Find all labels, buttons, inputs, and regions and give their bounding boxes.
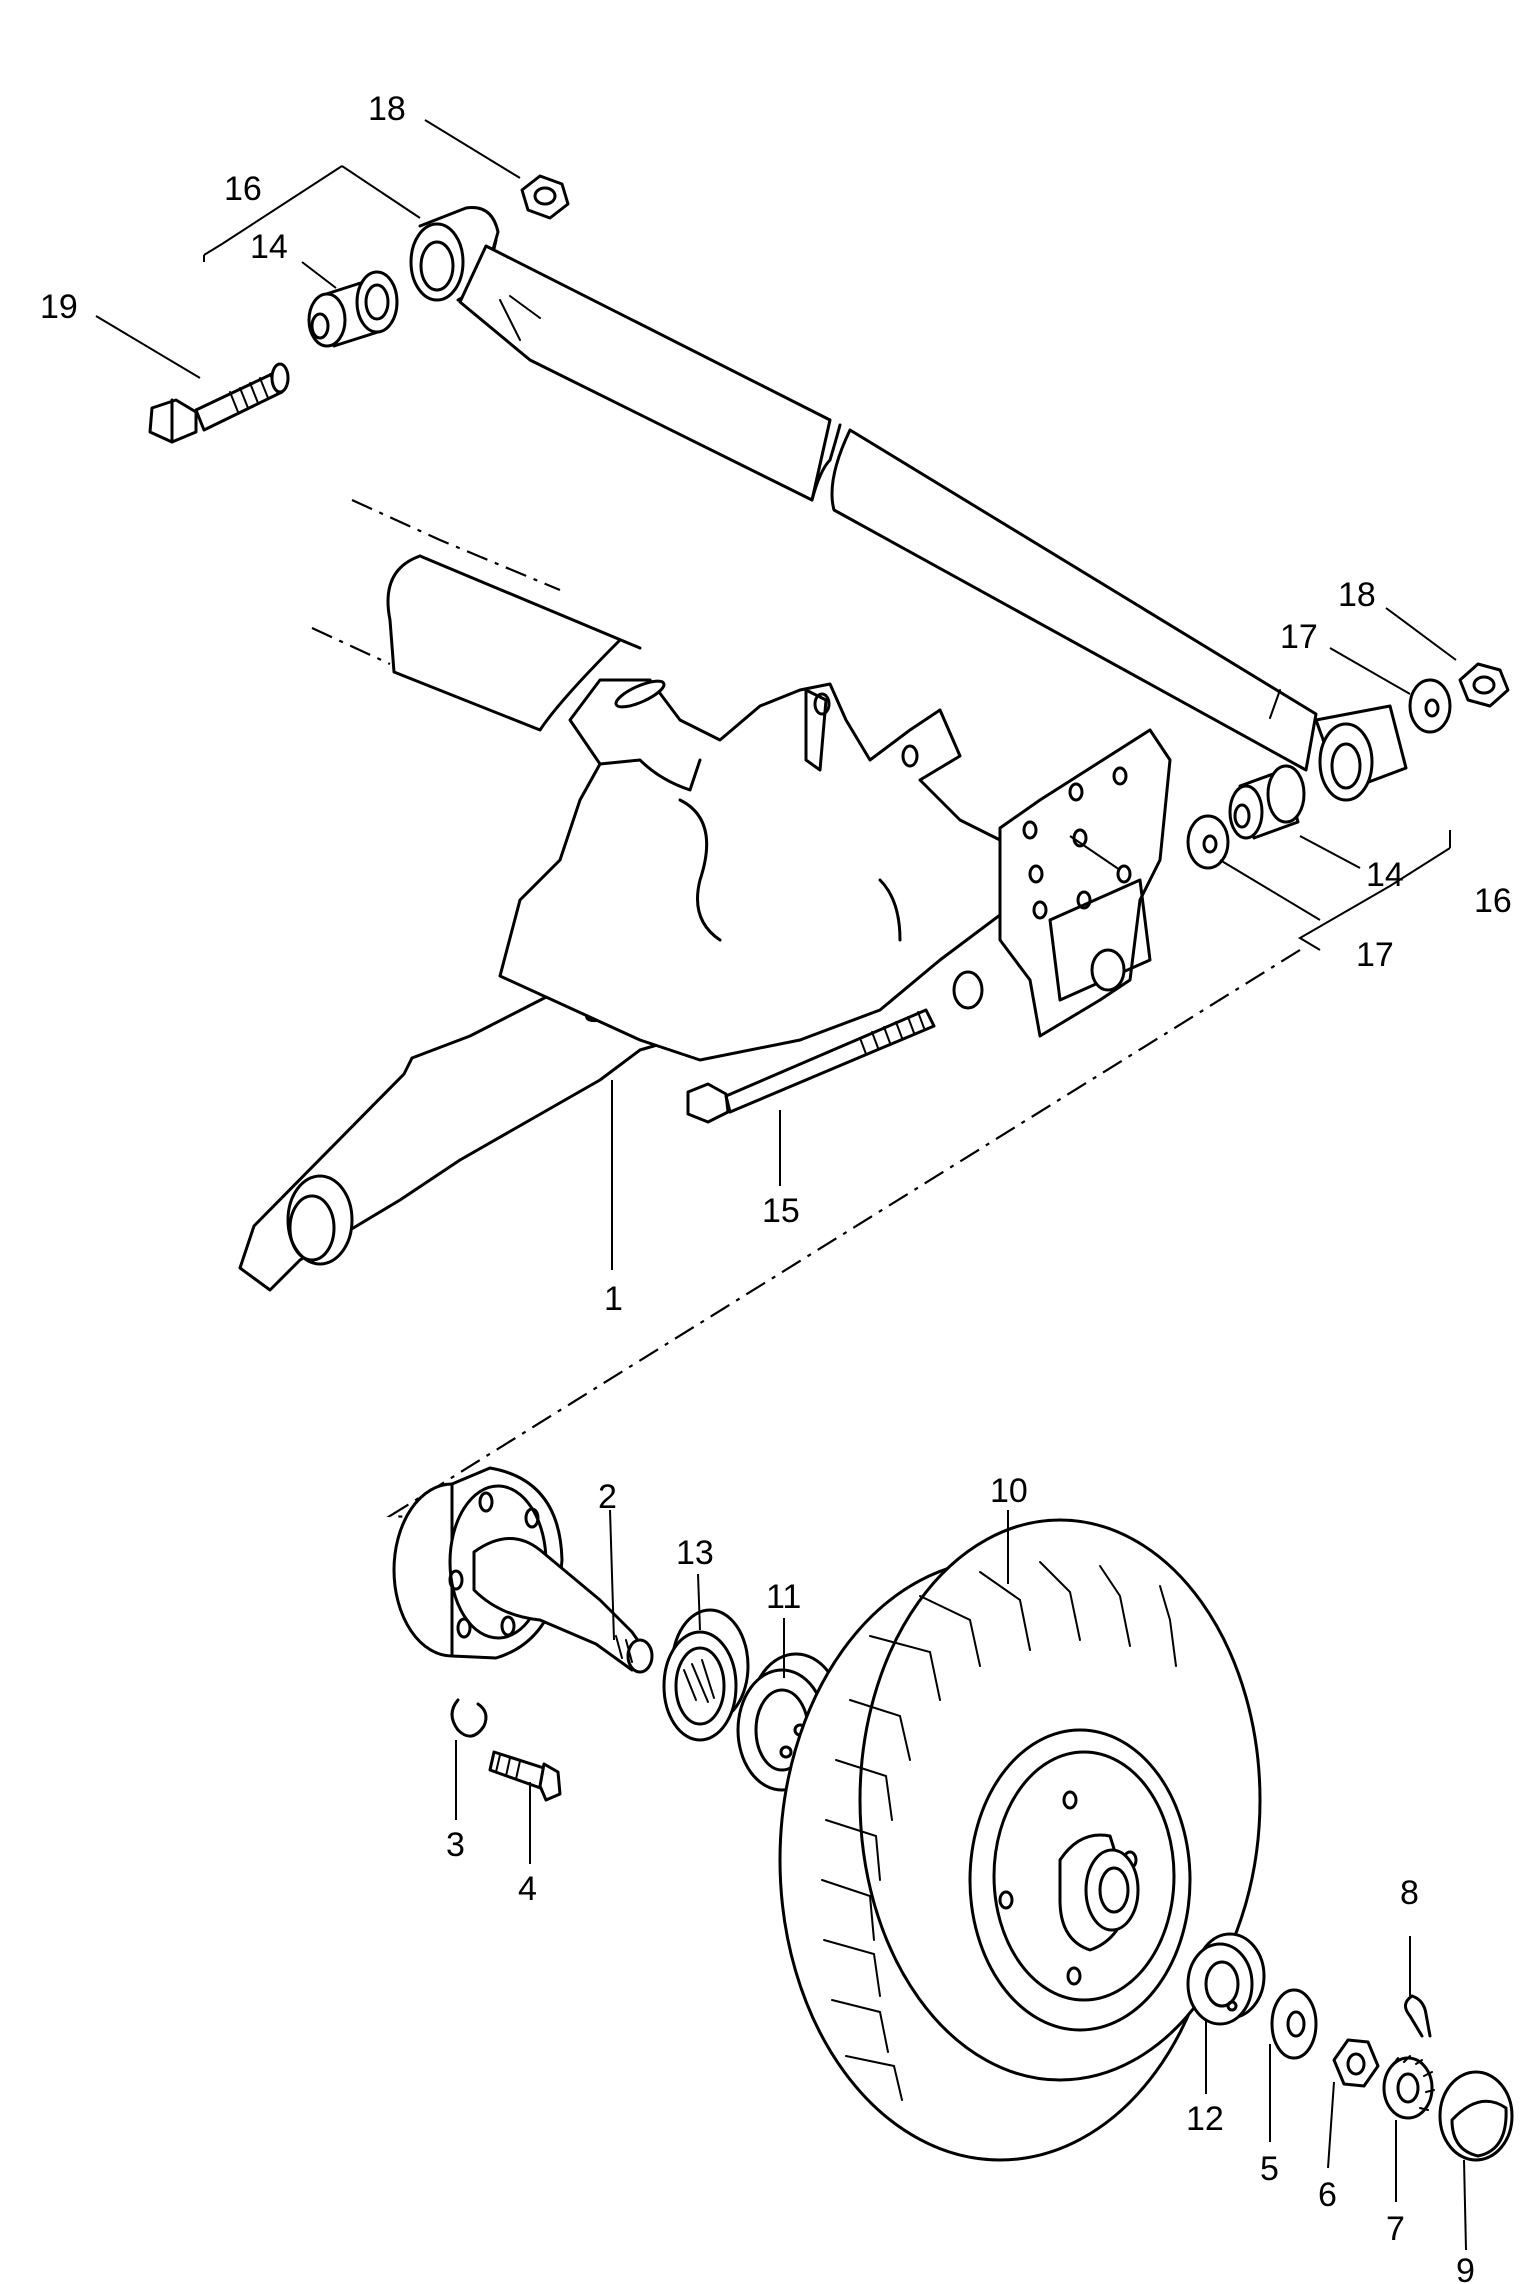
part-14-bushing-right: [1228, 764, 1306, 840]
callout-2: 2: [598, 1478, 617, 1516]
callout-19: 19: [40, 288, 78, 326]
callout-5: 5: [1260, 2150, 1279, 2188]
part-2-stub-axle: [392, 1466, 654, 1674]
part-15-bolt: [686, 1008, 936, 1124]
part-18-nut-right: [1458, 662, 1510, 708]
callout-1: 1: [604, 1280, 623, 1318]
callout-16-top: 16: [224, 170, 262, 208]
part-17-washer-upper: [1408, 678, 1452, 734]
part-14-bushing-upper: [307, 270, 399, 348]
callout-16-right: 16: [1474, 882, 1512, 920]
part-10-brake-drum: [778, 1518, 1262, 2162]
part-19-bolt: [148, 362, 290, 444]
part-3-circlip: [450, 1698, 488, 1738]
part-7-lock-ring: [1382, 2055, 1435, 2120]
part-17-washer-lower: [1186, 814, 1230, 870]
torsion-beam-tube: [409, 206, 1408, 802]
plate-bolt-holes: [1022, 766, 1132, 920]
callout-11: 11: [766, 1578, 801, 1616]
callout-14-top: 14: [250, 228, 288, 266]
part-9-grease-cap: [1438, 2070, 1514, 2162]
callout-6: 6: [1318, 2176, 1337, 2214]
part-5-washer: [1270, 1988, 1318, 2060]
callout-numbers: 18 16 14 19 18 17 14 16 17 15 1 2 10 13 …: [40, 90, 1512, 2284]
callout-9: 9: [1456, 2252, 1475, 2284]
part-8-cotter-pin: [1404, 1994, 1432, 2038]
drum-cooling-fins: [821, 1561, 1177, 2101]
part-4-bolt: [488, 1750, 562, 1802]
part-18-nut-upper: [520, 174, 570, 220]
callout-13: 13: [676, 1534, 714, 1572]
callout-10: 10: [990, 1472, 1028, 1510]
callout-12: 12: [1186, 2100, 1224, 2138]
callout-18-right: 18: [1338, 576, 1376, 614]
callout-3: 3: [446, 1826, 465, 1864]
callout-15: 15: [762, 1192, 800, 1230]
callout-18-top: 18: [368, 90, 406, 128]
callout-4: 4: [518, 1870, 537, 1908]
callout-17-lower: 17: [1356, 936, 1394, 974]
callout-8: 8: [1400, 1874, 1419, 1912]
callout-14-right: 14: [1366, 856, 1404, 894]
assembly-centerline: [386, 949, 1301, 1629]
part-13-seal: [662, 1608, 750, 1742]
part-1-axle-body: [238, 498, 1172, 1292]
part-12-bearing: [1186, 1932, 1266, 2026]
leader-lines: [95, 119, 1467, 2251]
part-6-nut: [1332, 2038, 1380, 2088]
callout-17-top: 17: [1280, 618, 1318, 656]
callout-7: 7: [1386, 2210, 1405, 2248]
